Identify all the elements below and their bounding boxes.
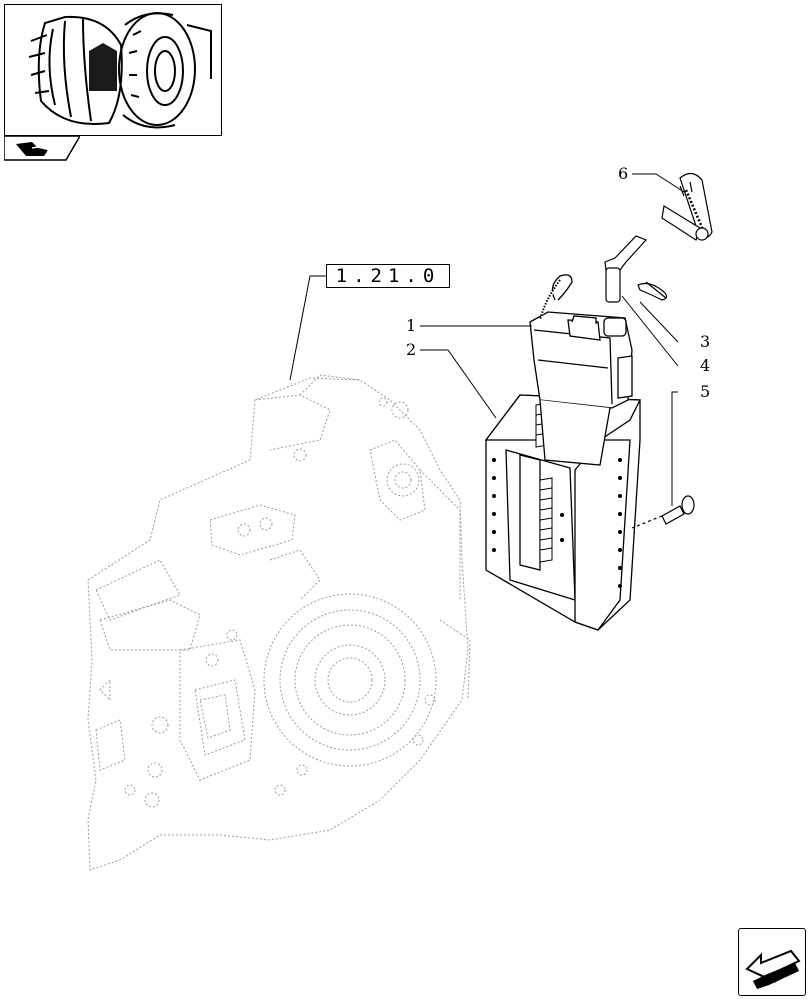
clip-part [637, 281, 668, 301]
callout-6: 6 [618, 164, 629, 183]
chain-pin-part [661, 172, 713, 241]
hitch-section-icon [4, 136, 80, 161]
next-page-arrow-icon [745, 949, 801, 989]
tractor-rear-thumbnail-icon [28, 12, 212, 129]
reference-code[interactable]: 1.21.0 [326, 264, 450, 288]
callout-2: 2 [406, 340, 417, 359]
hook-slider-part [529, 274, 633, 466]
transmission-housing-outline [87, 374, 471, 871]
bolt-part [631, 495, 695, 529]
reference-leader [289, 275, 326, 381]
callout-leaders [420, 173, 685, 506]
callout-5: 5 [700, 382, 711, 401]
callout-1: 1 [406, 316, 417, 335]
callout-4: 4 [700, 356, 711, 375]
pin-part [604, 235, 648, 303]
callout-3: 3 [700, 332, 711, 351]
location-thumbnail [4, 4, 222, 136]
next-page-button[interactable] [738, 928, 806, 996]
